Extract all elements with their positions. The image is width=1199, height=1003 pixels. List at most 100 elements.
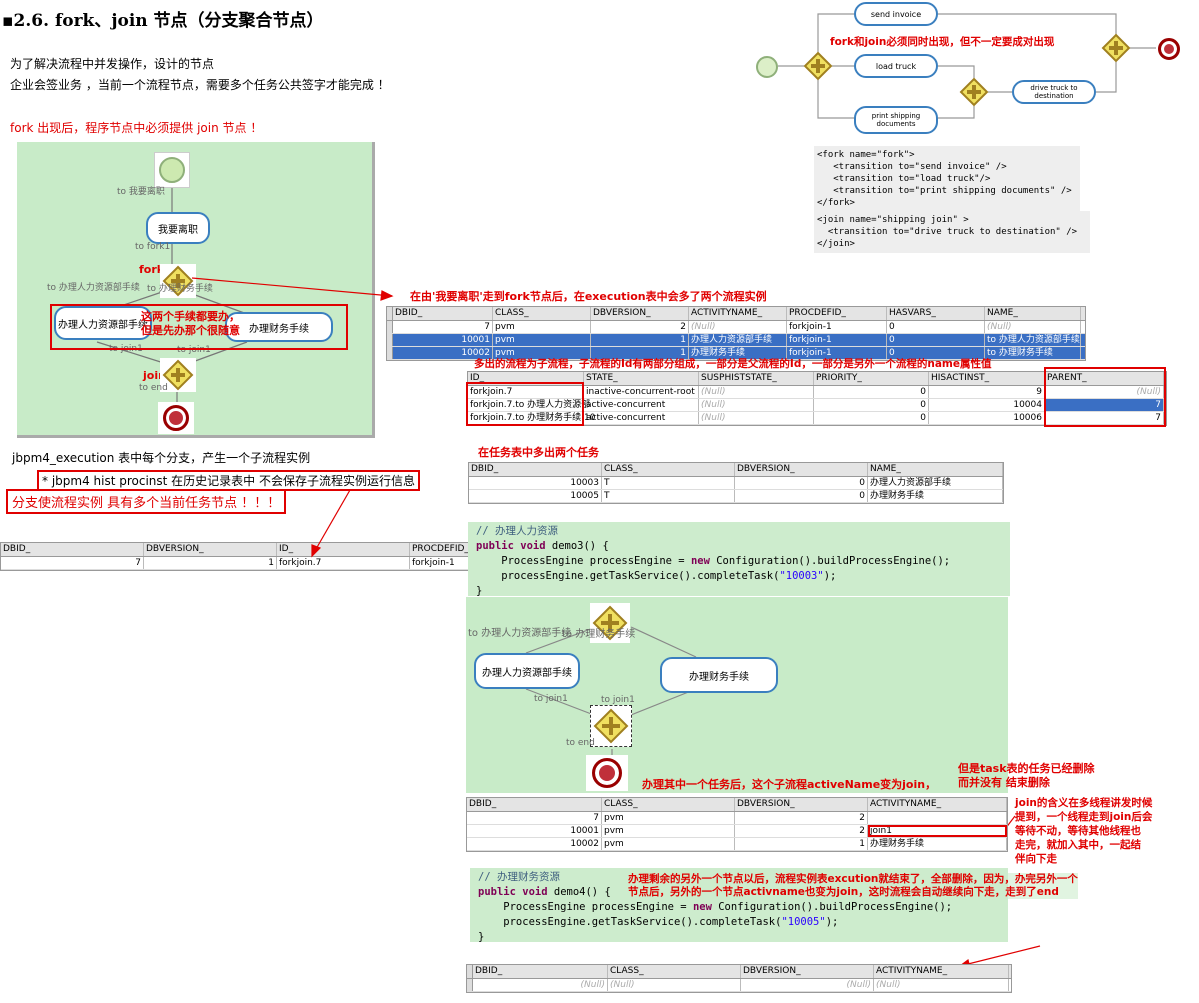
cell: 办理财务手续 <box>868 838 1007 850</box>
highlight-box-id <box>466 382 584 426</box>
task-deleted-note: 但是task表的任务已经删除 而并没有 结束删除 <box>958 762 1095 789</box>
cell <box>868 812 1007 824</box>
node-print-shipping[interactable]: print shipping documents <box>854 106 938 134</box>
task-node-hr[interactable]: 办理人力资源部手续 <box>474 653 580 689</box>
col-header: ID_ <box>277 543 410 556</box>
code-signature: public void demo4() { <box>478 886 611 898</box>
cell: 2 <box>591 321 689 333</box>
cell: 0 <box>887 321 985 333</box>
table-row[interactable]: 10003 T 0 办理人力资源部手续 <box>469 477 1003 490</box>
code-line: processEngine.getTaskService().completeT… <box>478 916 839 928</box>
col-header: STATE_ <box>584 372 699 385</box>
col-header: ACTIVITYNAME_ <box>868 798 1007 811</box>
col-header: CLASS_ <box>602 798 735 811</box>
execution-end-grid: DBID_ CLASS_ DBVERSION_ ACTIVITYNAME_ (N… <box>466 964 1012 993</box>
cell: 1 <box>735 838 868 850</box>
cell: 7 <box>1045 412 1164 424</box>
cell: 1 <box>591 334 689 346</box>
xml-join-block: <join name="shipping join" > <transition… <box>814 211 1090 253</box>
cell: 0 <box>735 490 868 502</box>
col-header: NAME_ <box>985 307 1081 320</box>
process-diagram-shipping: send invoice load truck print shipping d… <box>750 0 1190 140</box>
cell: to 办理财务手续 <box>985 347 1081 359</box>
active-name-note: 办理其中一个任务后，这个子流程activeName变为join， <box>642 778 937 791</box>
execution-grid: DBID_ CLASS_ DBVERSION_ ACTIVITYNAME_ PR… <box>386 306 1086 361</box>
cell: 办理财务手续 <box>868 490 1003 502</box>
cell: (Null) <box>985 321 1081 333</box>
col-header: DBID_ <box>473 965 608 978</box>
execution-after-grid: DBID_ CLASS_ DBVERSION_ ACTIVITYNAME_ 7 … <box>466 797 1008 852</box>
cell: 0 <box>814 386 929 398</box>
start-event-icon <box>154 152 190 188</box>
table-row[interactable]: 10002 pvm 1 办理财务手续 <box>467 838 1007 851</box>
task-node-hr[interactable]: 办理人力资源部手续 <box>54 306 152 340</box>
cell: active-concurrent <box>584 412 699 424</box>
heading-bullet: ▪ <box>2 11 14 31</box>
cell: 7 <box>467 812 602 824</box>
table-row[interactable]: 7 pvm 2 <box>467 812 1007 825</box>
cell: forkjoin-1 <box>787 347 887 359</box>
table-row[interactable]: 10002 pvm 1 办理财务手续 forkjoin-1 0 to 办理财务手… <box>387 347 1085 360</box>
join-gateway-icon <box>160 358 196 392</box>
cell: 10002 <box>467 838 602 850</box>
col-header: ID_ <box>468 372 584 385</box>
shipping-fork-icon <box>803 51 833 83</box>
col-header: PROCDEFID_ <box>787 307 887 320</box>
col-header: CLASS_ <box>493 307 591 320</box>
task-node-finance[interactable]: 办理财务手续 <box>660 657 778 693</box>
cell: 9 <box>929 386 1045 398</box>
node-load-truck[interactable]: load truck <box>854 54 938 78</box>
cell: 10006 <box>929 412 1045 424</box>
cell: 2 <box>735 825 868 837</box>
code-line: ProcessEngine processEngine = new Config… <box>478 901 953 913</box>
cell: 2 <box>735 812 868 824</box>
code-signature: public void demo3() { <box>476 540 609 552</box>
table-row[interactable]: 10001 pvm 1 办理人力资源部手续 forkjoin-1 0 to 办理… <box>387 334 1085 347</box>
edge-label-to-join1-b: to join1 <box>177 345 211 355</box>
edge-label-to-hr: to 办理人力资源部手续 <box>468 628 572 639</box>
fork-join-pair-note: fork和join必须同时出现，但不一定要成对出现 <box>830 36 1055 48</box>
task-node-leave[interactable]: 我要离职 <box>146 212 210 244</box>
table-row[interactable]: forkjoin.7.to 办理财务手续.10 active-concurren… <box>468 412 1166 425</box>
edge-label-to-join1-a: to join1 <box>534 694 568 704</box>
col-header: DBVERSION_ <box>144 543 277 556</box>
table-row[interactable]: forkjoin.7.to 办理人力资源部 active-concurrent … <box>468 399 1166 412</box>
cell: pvm <box>493 334 591 346</box>
cell: active-concurrent <box>584 399 699 411</box>
col-header: HISACTINST_ <box>929 372 1045 385</box>
cell: (Null) <box>699 386 814 398</box>
col-header: DBID_ <box>469 463 602 476</box>
cell: (Null) <box>608 979 741 991</box>
diagram2-edges <box>525 626 697 755</box>
end-event-icon <box>586 755 628 791</box>
col-header: DBVERSION_ <box>741 965 874 978</box>
table-row[interactable]: 10005 T 0 办理财务手续 <box>469 490 1003 503</box>
table-row[interactable]: 7 pvm 2 (Null) forkjoin-1 0 (Null) <box>387 321 1085 334</box>
col-header: DBVERSION_ <box>591 307 689 320</box>
cell: pvm <box>602 812 735 824</box>
cell: (Null) <box>699 399 814 411</box>
cell: pvm <box>493 347 591 359</box>
cell: join1 <box>868 825 1007 837</box>
cell: 10004 <box>929 399 1045 411</box>
node-drive-truck[interactable]: drive truck to destination <box>1012 80 1096 104</box>
node-send-invoice[interactable]: send invoice <box>854 2 938 26</box>
end-note: 办理剩余的另外一个节点以后，流程实例表excution就结束了，全部删除，因为，… <box>628 873 1078 899</box>
col-header: ACTIVITYNAME_ <box>874 965 1009 978</box>
table-row[interactable]: 10001 pvm 2 join1 <box>467 825 1007 838</box>
table-row[interactable]: (Null) (Null) (Null) (Null) <box>467 979 1011 992</box>
cell: 0 <box>735 477 868 489</box>
cell: (Null) <box>699 412 814 424</box>
col-header: DBID_ <box>393 307 493 320</box>
col-header: CLASS_ <box>602 463 735 476</box>
cell: forkjoin-1 <box>787 334 887 346</box>
diagram1-red-note: 这两个手续都要办， 但是先办那个很随意 <box>141 310 240 337</box>
col-header: PRIORITY_ <box>814 372 929 385</box>
task-node-finance[interactable]: 办理财务手续 <box>225 312 333 342</box>
paragraph-intro-2: 企业会签业务 ，当前一个流程节点，需要多个任务公共签字才能完成 ！ <box>10 78 390 92</box>
xml-fork-block: <fork name="fork"> <transition to="send … <box>814 146 1080 212</box>
edge-label-to-end: to end <box>566 738 595 748</box>
cell: (Null) <box>741 979 874 991</box>
cell: 办理人力资源部手续 <box>689 334 787 346</box>
cell: 7 <box>1 557 144 569</box>
